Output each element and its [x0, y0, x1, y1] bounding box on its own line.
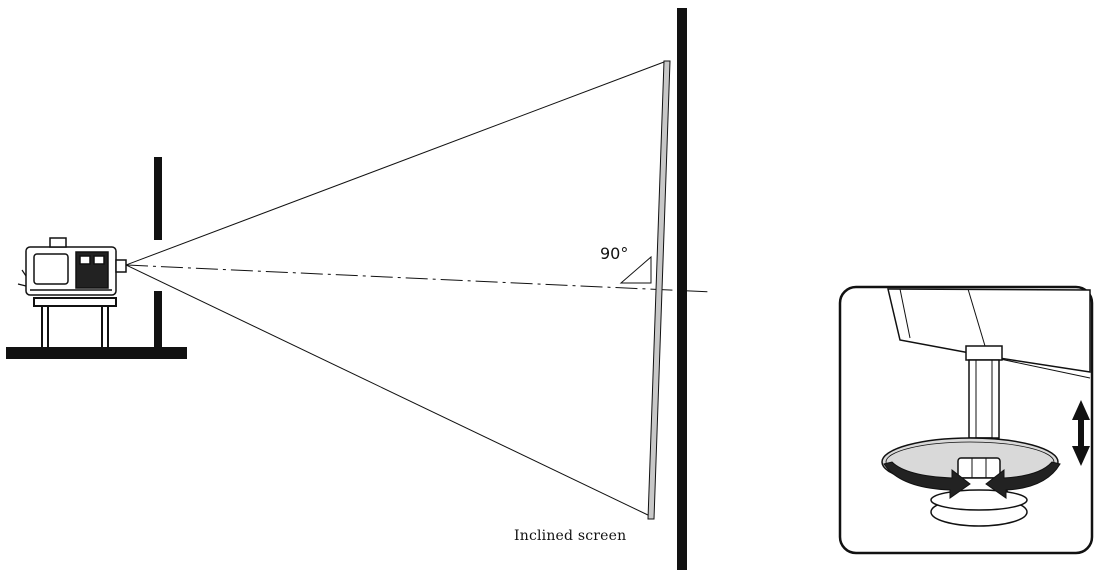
projector-icon	[17, 237, 127, 296]
floor-base	[6, 347, 187, 359]
wall-upper	[154, 157, 162, 240]
angle-label: 90°	[600, 244, 629, 263]
up-down-arrow-icon	[1072, 400, 1090, 466]
projection-beam	[125, 61, 665, 517]
projector-stand	[33, 297, 117, 347]
right-angle-marker	[619, 255, 652, 284]
rotate-arrow-icon	[883, 461, 1061, 499]
screen-label: Inclined screen	[514, 528, 627, 544]
inclined-screen	[647, 60, 671, 520]
adjustable-foot-icon	[838, 285, 1094, 555]
optical-axis	[125, 264, 713, 293]
wall-lower	[154, 291, 162, 355]
back-wall	[677, 8, 687, 570]
